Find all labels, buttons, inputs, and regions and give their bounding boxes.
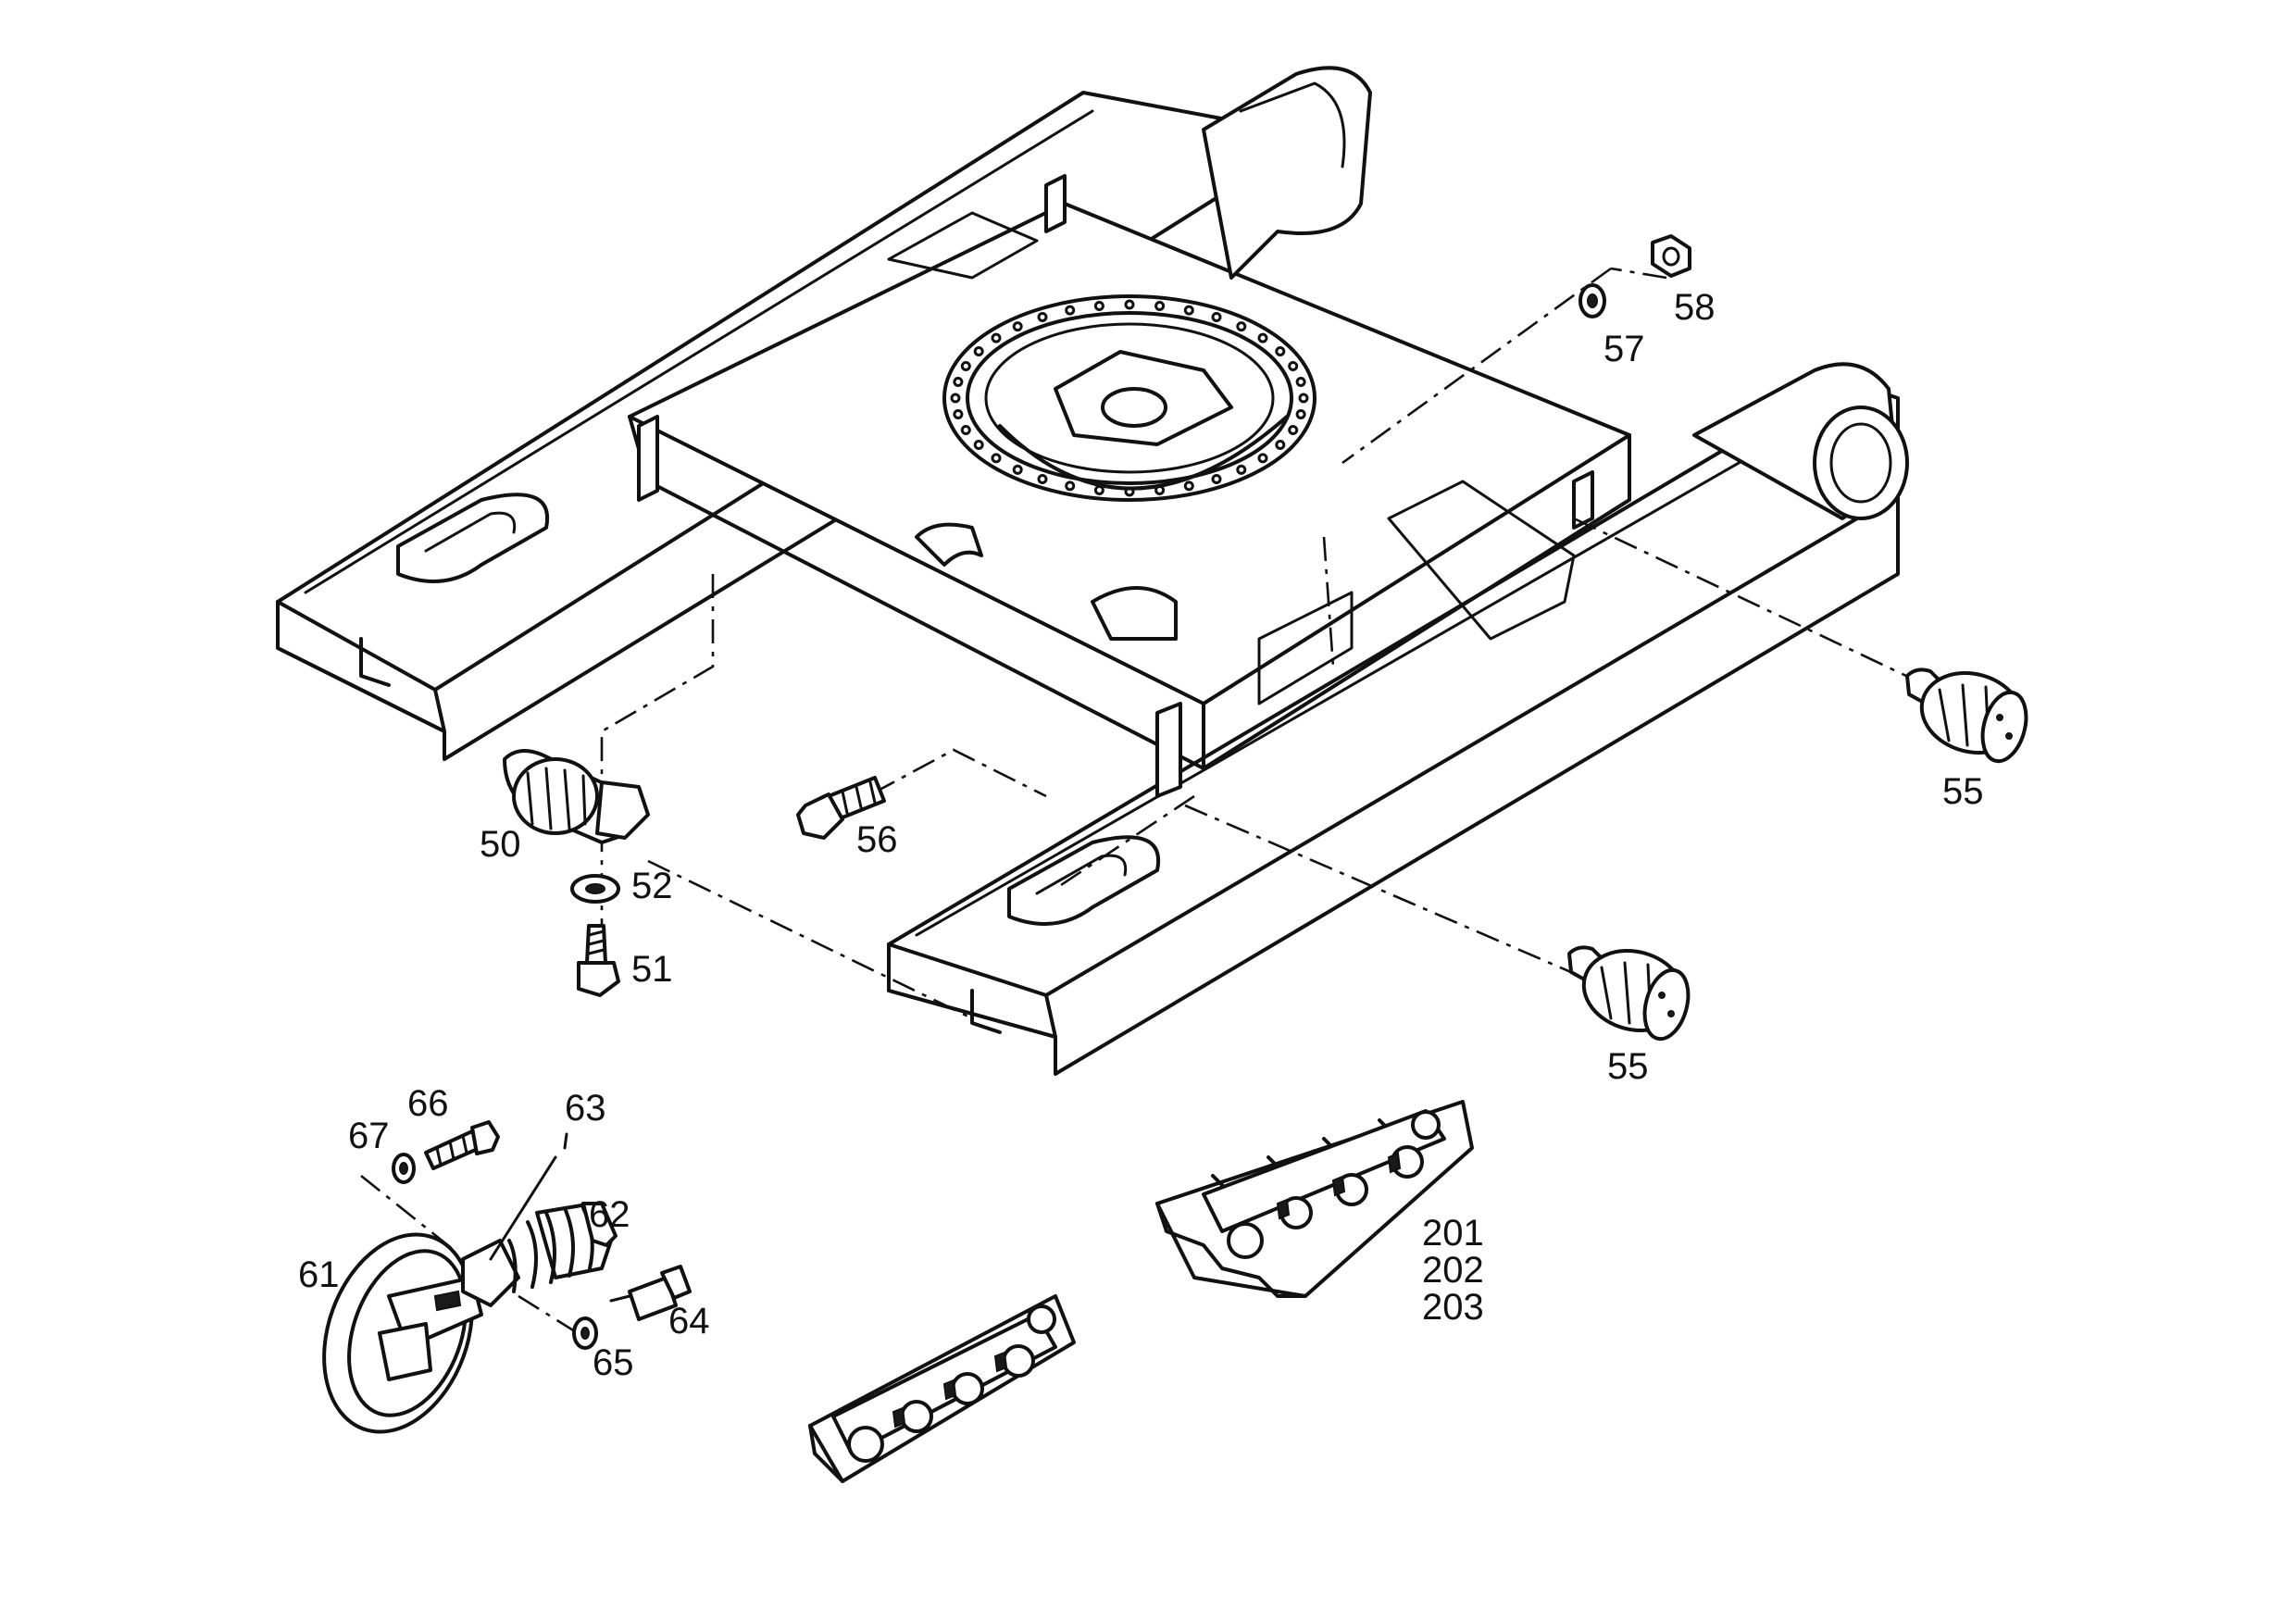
bolt-hole <box>1012 464 1023 475</box>
bolt-hole <box>991 332 1002 343</box>
bolt-hole <box>1037 474 1048 484</box>
assembly-centerlines <box>360 267 1927 1344</box>
callout-62: 62 <box>589 1194 630 1235</box>
track-roller-55-upper <box>1905 668 2028 764</box>
undercarriage-frame <box>276 66 1909 1076</box>
callout-56: 56 <box>856 819 898 860</box>
washer-52 <box>570 874 620 904</box>
callout-51: 51 <box>631 949 673 990</box>
idler-wheel-61 <box>322 1232 483 1434</box>
bolt-hole <box>960 361 971 371</box>
callout-61: 61 <box>298 1254 340 1295</box>
callout-67: 67 <box>348 1116 390 1156</box>
washer-67 <box>392 1153 416 1184</box>
bolt-hole <box>1236 464 1247 475</box>
callout-63: 63 <box>565 1088 606 1129</box>
callout-201: 201 <box>1422 1213 1484 1254</box>
callout-64: 64 <box>668 1301 710 1341</box>
bolt-hole <box>1093 485 1104 495</box>
bolt-hole <box>1065 305 1076 316</box>
callout-202: 202 <box>1422 1250 1484 1291</box>
bolt-hole <box>1037 312 1048 322</box>
bolt-hole <box>950 393 961 404</box>
washer-57 <box>1578 283 1606 318</box>
bolt-hole <box>953 377 964 387</box>
bolt-hole <box>1257 453 1268 464</box>
bolt-hole <box>1012 321 1023 332</box>
bolt-hole <box>1065 480 1076 492</box>
bolt-hole <box>1295 409 1306 419</box>
bolt-hole <box>1236 321 1247 332</box>
bolt-hole <box>1211 312 1222 322</box>
callout-65: 65 <box>593 1342 634 1383</box>
bolt-66 <box>424 1120 500 1170</box>
swing-bearing-ring <box>942 294 1316 502</box>
bolt-hole <box>1124 299 1135 310</box>
swing-ring-bolt-holes <box>950 299 1309 497</box>
bolt-56 <box>796 776 886 840</box>
bolt-hole <box>973 440 984 450</box>
bolt-hole <box>1295 377 1306 387</box>
callout-52: 52 <box>631 866 673 906</box>
bolt-hole <box>1183 305 1194 316</box>
bolt-hole <box>1093 301 1104 311</box>
bolt-hole <box>1154 485 1166 495</box>
callout-labels: 50 52 51 56 57 58 55 55 66 67 63 62 61 6… <box>298 287 1984 1383</box>
bolt-hole <box>1154 301 1166 311</box>
bolt-hole <box>1183 480 1194 492</box>
track-chain-with-shoes-201 <box>1155 1100 1474 1298</box>
bolt-hole <box>991 453 1002 464</box>
carrier-roller-50 <box>503 749 650 844</box>
bolt-hole <box>1298 393 1309 404</box>
callout-58: 58 <box>1674 287 1716 328</box>
callout-55-lower: 55 <box>1607 1046 1649 1087</box>
grease-fitting-64 <box>609 1265 692 1321</box>
bolt-hole <box>1211 474 1222 484</box>
nut-58 <box>1651 234 1691 278</box>
tension-rod-63 <box>489 1132 568 1261</box>
bolt-hole <box>1275 440 1286 450</box>
callout-50: 50 <box>480 824 521 865</box>
bolt-hole <box>953 409 964 419</box>
recoil-spring-62 <box>461 1202 618 1307</box>
callout-203: 203 <box>1422 1287 1484 1328</box>
track-chain-links <box>808 1294 1076 1483</box>
track-roller-55-lower <box>1567 945 1691 1042</box>
bolt-hole <box>960 425 971 435</box>
washer-65 <box>572 1316 598 1350</box>
bolt-hole <box>1288 425 1299 435</box>
bolt-hole <box>1288 361 1299 371</box>
callout-55-upper: 55 <box>1942 771 1984 812</box>
bolt-hole <box>973 346 984 356</box>
bolt-hole <box>1257 332 1268 343</box>
callout-57: 57 <box>1603 329 1645 369</box>
bolt-hole <box>1124 486 1135 497</box>
callout-66: 66 <box>407 1083 449 1124</box>
bolt-51 <box>577 924 620 997</box>
bolt-hole <box>1275 346 1286 356</box>
